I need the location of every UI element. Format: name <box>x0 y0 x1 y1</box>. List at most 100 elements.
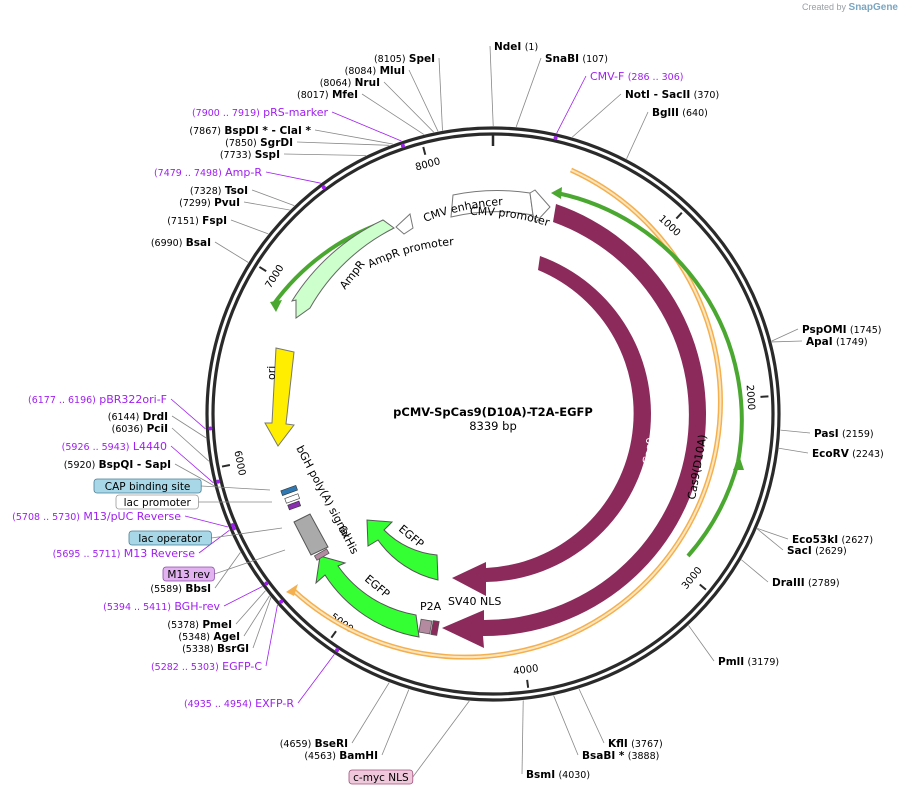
feature-box-label: lac promoter <box>124 497 192 509</box>
tick-3000 <box>699 583 707 591</box>
site-label: CMV-F (286 .. 306) <box>590 70 683 83</box>
site-l4440[interactable]: (5926 .. 5943) L4440 <box>62 440 221 484</box>
site-bgh-rev[interactable]: (5394 .. 5411) BGH-rev <box>103 581 269 613</box>
site-apai[interactable]: ApaI (1749) <box>771 336 868 348</box>
feature-box-leader <box>214 549 286 575</box>
site-bbsi[interactable]: (5589) BbsI <box>150 552 241 595</box>
site-bsrgi[interactable]: (5338) BsrGI <box>182 597 272 655</box>
site-label: (5282 .. 5303) EGFP-C <box>151 660 262 673</box>
site-leader-line <box>243 595 270 637</box>
site-label: (5926 .. 5943) L4440 <box>62 440 167 453</box>
site-leader-line <box>171 415 207 439</box>
site-m13-puc-reverse[interactable]: (5708 .. 5730) M13/pUC Reverse <box>12 510 235 528</box>
site-label: Eco53kI (2627) <box>792 534 873 546</box>
site-drdi[interactable]: (6144) DrdI <box>108 411 207 439</box>
site-leader-line <box>198 529 230 554</box>
tick-6000 <box>221 464 231 468</box>
site-bglii[interactable]: BglII (640) <box>626 107 708 160</box>
site-label: (6990) BsaI <box>151 237 211 249</box>
site-leader-line <box>297 654 335 704</box>
sixhis-label: 6xHis <box>335 523 361 556</box>
ori-feature <box>264 347 295 447</box>
site-label: (5394 .. 5411) BGH-rev <box>103 600 220 613</box>
site-leader-line <box>771 340 803 343</box>
site-pbr322ori-f[interactable]: (6177 .. 6196) pBR322ori-F <box>28 393 213 431</box>
site-tsoi[interactable]: (7328) TsoI <box>190 185 295 206</box>
site-cmv-f[interactable]: CMV-F (286 .. 306) <box>553 70 684 141</box>
site-sspi[interactable]: (7733) SspI <box>220 149 367 161</box>
site-bspdi-clai[interactable]: (7867) BspDI * - ClaI * <box>189 125 393 145</box>
site-draiii[interactable]: DraIII (2789) <box>741 559 840 589</box>
feature-box-lac-promoter[interactable]: lac promoter <box>115 494 272 510</box>
site-spei[interactable]: (8105) SpeI <box>374 53 443 131</box>
feature-box-c-myc-nls[interactable]: c-myc NLS <box>348 699 471 785</box>
site-amp-r[interactable]: (7479 .. 7498) Amp-R <box>154 166 326 190</box>
site-noti-sacii[interactable]: NotI - SacII (370) <box>571 89 719 138</box>
site-ecorv[interactable]: EcoRV (2243) <box>778 447 884 460</box>
feature-box-label: M13 rev <box>167 569 210 581</box>
site-nrui[interactable]: (8064) NruI <box>320 77 435 133</box>
site-pspomi[interactable]: PspOMI (1745) <box>771 324 882 342</box>
primer-marker <box>230 523 235 528</box>
site-leader-line <box>757 528 789 540</box>
site-bamhi[interactable]: (4563) BamHI <box>304 689 410 762</box>
site-bsai[interactable]: (6990) BsaI <box>151 237 249 263</box>
site-leader-line <box>521 700 524 775</box>
feature-box-cap-binding-site[interactable]: CAP binding site <box>93 478 271 494</box>
tick-1000 <box>675 212 683 220</box>
ampr-feature <box>290 219 395 319</box>
site-saci[interactable]: SacI (2629) <box>756 528 847 557</box>
site-pvui[interactable]: (7299) PvuI <box>179 197 290 211</box>
site-label: (5695 .. 5711) M13 Reverse <box>53 547 196 560</box>
site-sgrdi[interactable]: (7850) SgrDI <box>225 137 390 149</box>
backbone-outer-ring <box>205 126 781 702</box>
site-label: (8064) NruI <box>320 77 380 89</box>
site-bsabi[interactable]: BsaBI * (3888) <box>553 695 660 762</box>
feature-box-leader <box>201 485 271 491</box>
site-label: (4935 .. 4954) EXFP-R <box>184 697 294 710</box>
site-pmei[interactable]: (5378) PmeI <box>167 590 266 631</box>
site-leader-line <box>230 219 269 235</box>
site-leader-line <box>626 111 649 160</box>
site-leader-line <box>778 447 809 454</box>
site-snabi[interactable]: SnaBI (107) <box>515 53 608 128</box>
site-eco53ki[interactable]: Eco53kI (2627) <box>757 528 873 546</box>
orf-green-band-lower <box>686 461 740 558</box>
primer-marker <box>264 581 269 586</box>
site-pcii[interactable]: (6036) PciI <box>112 423 210 462</box>
site-bsmi[interactable]: BsmI (4030) <box>521 700 590 781</box>
site-exfp-r[interactable]: (4935 .. 4954) EXFP-R <box>184 648 340 710</box>
site-egfp-c[interactable]: (5282 .. 5303) EGFP-C <box>151 599 284 673</box>
site-label: BsmI (4030) <box>526 769 590 781</box>
tick-label-4000: 4000 <box>513 663 540 677</box>
feature-box-lac-operator[interactable]: lac operator <box>128 527 283 546</box>
site-kfli[interactable]: KflI (3767) <box>578 688 663 750</box>
tick-5000 <box>330 630 337 639</box>
site-label: (5348) AgeI <box>178 631 240 643</box>
site-bspqi-sapi[interactable]: (5920) BspQI - SapI <box>64 459 215 487</box>
plasmid-length: 8339 bp <box>469 419 517 433</box>
site-leader-line <box>214 241 249 263</box>
site-leader-line <box>351 682 390 744</box>
tick-8000 <box>422 146 427 155</box>
site-ndei[interactable]: NdeI (1) <box>489 41 538 127</box>
site-m13-reverse[interactable]: (5695 .. 5711) M13 Reverse <box>53 526 237 560</box>
credit-prefix: Created by <box>801 2 847 12</box>
site-pmli[interactable]: PmlI (3179) <box>688 625 780 668</box>
feature-box-m13-rev[interactable]: M13 rev <box>162 549 286 582</box>
site-bseri[interactable]: (4659) BseRI <box>280 682 390 750</box>
site-label: (5920) BspQI - SapI <box>64 459 171 471</box>
site-pasi[interactable]: PasI (2159) <box>780 428 874 440</box>
site-leader-line <box>174 463 215 487</box>
site-prs-marker[interactable]: (7900 .. 7919) pRS-marker <box>192 106 405 148</box>
plasmid-name: pCMV-SpCas9(D10A)-T2A-EGFP <box>393 405 593 419</box>
feature-box-leader <box>412 699 471 778</box>
orf-green-band-upper <box>556 191 744 463</box>
site-mfei[interactable]: (8017) MfeI <box>297 89 425 135</box>
snapgene-logo: SnapGene <box>848 2 898 13</box>
site-mlui[interactable]: (8084) MluI <box>345 65 439 132</box>
ampr-promoter-label: AmpR promoter <box>366 235 455 271</box>
site-leader-line <box>283 153 367 156</box>
site-fspi[interactable]: (7151) FspI <box>167 215 269 235</box>
site-agei[interactable]: (5348) AgeI <box>178 595 270 643</box>
